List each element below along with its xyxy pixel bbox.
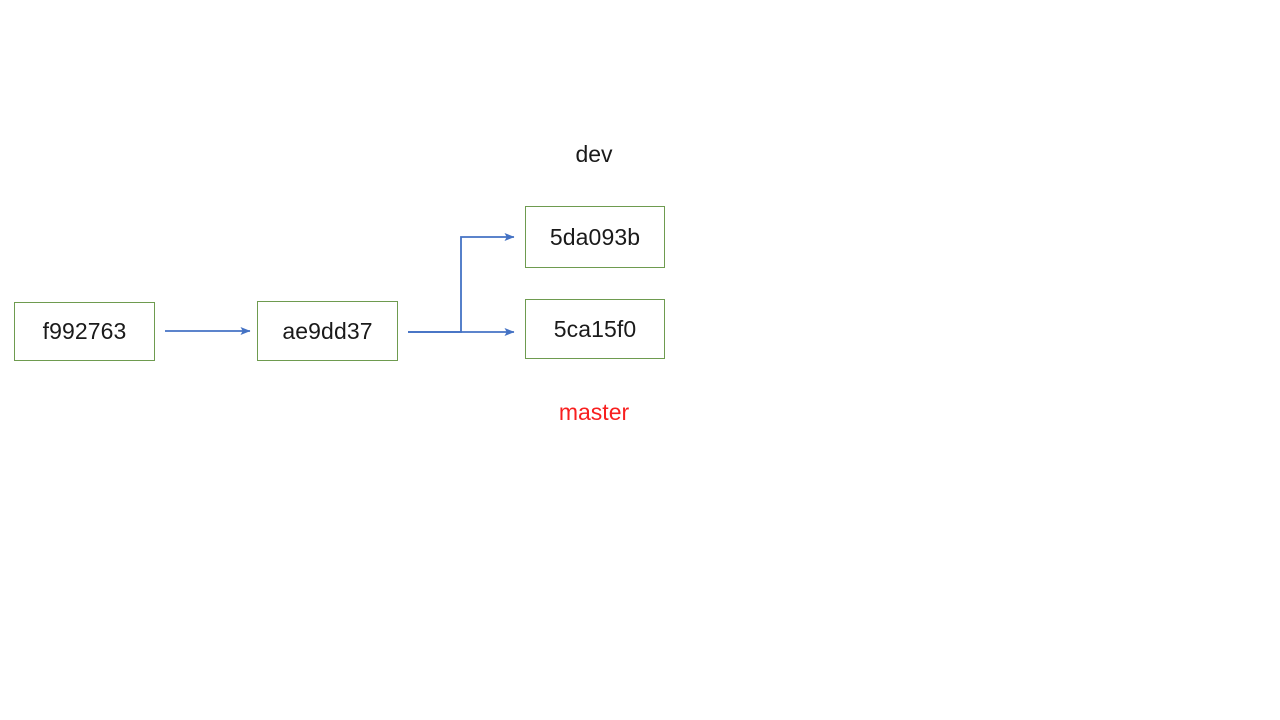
commit-node-label: ae9dd37 xyxy=(282,317,373,344)
commit-node-label: 5da093b xyxy=(549,223,641,250)
commit-node-label: 5ca15f0 xyxy=(553,315,637,342)
commit-node-5ca15f0[interactable]: 5ca15f0 xyxy=(525,299,665,359)
branch-label-dev: dev xyxy=(575,141,613,167)
branch-label-master: master xyxy=(558,399,630,425)
commit-node-f992763[interactable]: f992763 xyxy=(14,302,155,361)
edge-ae9dd37-to-5da093b xyxy=(408,233,515,333)
commit-node-ae9dd37[interactable]: ae9dd37 xyxy=(257,301,398,361)
commit-node-5da093b[interactable]: 5da093b xyxy=(525,206,665,268)
commit-node-label: f992763 xyxy=(42,318,127,344)
